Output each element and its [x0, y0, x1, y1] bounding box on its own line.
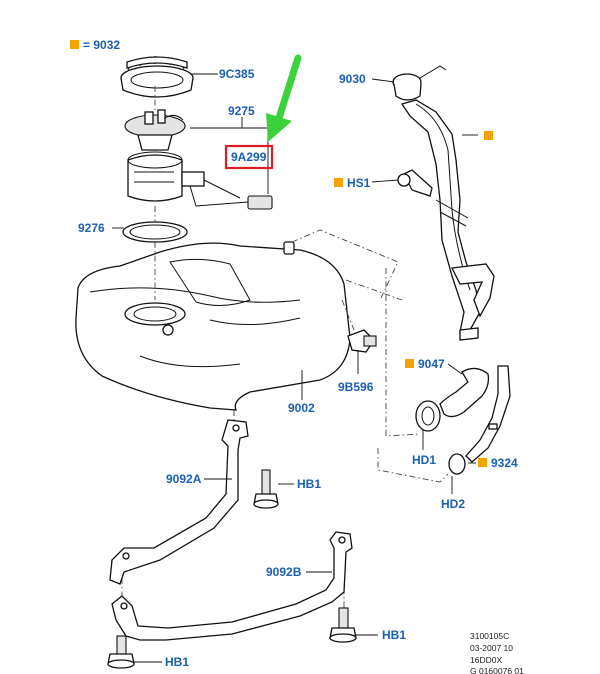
leader-lines: [112, 73, 478, 663]
filler-neck-part: [392, 65, 495, 341]
seal-ring-part: [122, 221, 188, 243]
bolt-hb1-upper: [253, 469, 279, 509]
label-9047: 9047: [418, 357, 445, 371]
sensor-part: [347, 329, 377, 353]
label-hb1-upper: HB1: [297, 477, 321, 491]
label-hd2: HD2: [441, 497, 465, 511]
tank-strap-b: [111, 531, 353, 641]
label-9092b: 9092B: [266, 565, 302, 579]
legend: = 9032: [70, 38, 120, 52]
legend-text: = 9032: [83, 38, 120, 52]
fuel-tank-part: [75, 241, 351, 411]
label-9c385: 9C385: [219, 67, 255, 81]
label-9324: 9324: [491, 456, 518, 470]
reference-line-2: 03-2007 10: [470, 643, 513, 653]
filler-hose-part: [415, 367, 490, 432]
label-hs1: HS1: [347, 176, 371, 190]
bolt-hb1-lower: [107, 635, 135, 669]
arrow-pointer-icon: [266, 54, 302, 142]
label-9030: 9030: [339, 72, 366, 86]
lock-ring-part: [120, 56, 194, 98]
vent-hose-part: [448, 365, 511, 475]
marker-hs1: [334, 178, 343, 187]
part-labels: 9C385 9275 9A299 9276 9030 HS1 9B596 900…: [78, 67, 518, 669]
reference-line-1: 3100105C: [470, 631, 509, 641]
bolt-hb1-right: [329, 607, 357, 643]
label-9b596: 9B596: [338, 380, 374, 394]
reference-line-4: G 0160076 01: [470, 666, 524, 674]
label-9276: 9276: [78, 221, 105, 235]
orange-markers: [334, 131, 493, 467]
reference-line-3: 16DD0X: [470, 655, 502, 665]
reference-block: 3100105C 03-2007 10 16DD0X G 0160076 01: [470, 631, 524, 674]
label-9275: 9275: [228, 104, 255, 118]
label-9092a: 9092A: [166, 472, 202, 486]
fuel-pump-module: [124, 109, 273, 210]
legend-marker-square: [70, 40, 79, 49]
marker-filler-neck: [484, 131, 493, 140]
label-9a299: 9A299: [231, 150, 267, 164]
tank-strap-a: [109, 419, 249, 585]
highlight-box: [224, 144, 274, 170]
marker-9324: [478, 458, 487, 467]
label-hd1: HD1: [412, 453, 436, 467]
label-hb1-right: HB1: [382, 628, 406, 642]
label-9002: 9002: [288, 401, 315, 415]
label-hb1-lower: HB1: [165, 655, 189, 669]
marker-9047: [405, 359, 414, 368]
